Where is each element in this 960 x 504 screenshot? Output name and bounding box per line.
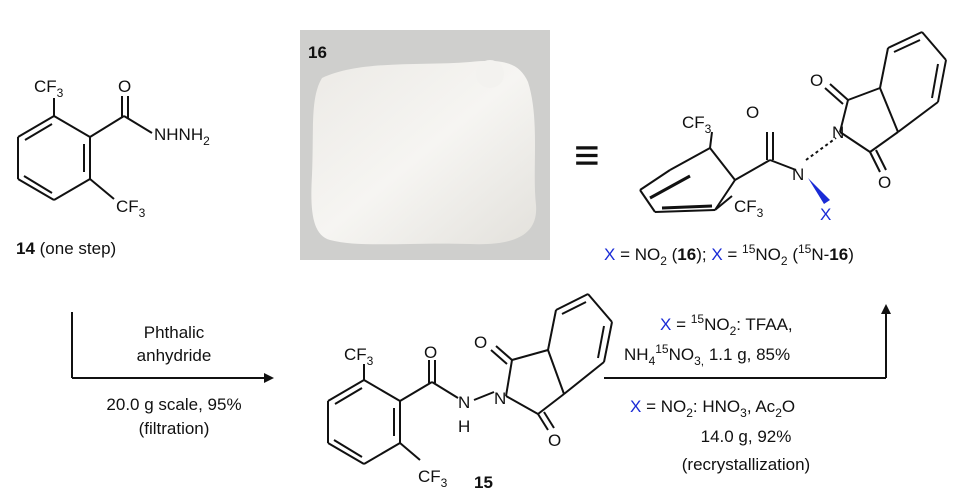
step2-top-line1: X = 15NO2: TFAA,: [660, 312, 793, 338]
svg-text:CF3: CF3: [418, 467, 448, 490]
c16-imide-o-bottom: O: [878, 173, 891, 192]
equivalence-symbol: ≡: [574, 131, 600, 180]
product-photo: 16: [300, 30, 550, 260]
c15-cf3-top-sub: 3: [367, 354, 374, 368]
c14-cf3-bottom: CF: [116, 197, 139, 216]
c15-cf3-bottom: CF: [418, 467, 441, 486]
compound-16: [639, 31, 947, 213]
c16-imide-n: N: [832, 123, 844, 142]
arrow-step1: [71, 312, 274, 383]
c15-cf3-top: CF: [344, 345, 367, 364]
c16-imide-o-top: O: [810, 71, 823, 90]
c15-imide-o-top: O: [474, 333, 487, 352]
step1-line4: (filtration): [139, 419, 210, 438]
c16-cf3-top-sub: 3: [705, 122, 712, 136]
svg-text:CF3: CF3: [116, 197, 146, 220]
c14-cf3-top: CF: [34, 77, 57, 96]
svg-text:CF3: CF3: [34, 77, 64, 100]
c16-caption: X = NO2 (16); X = 15NO2 (15N-16): [604, 242, 854, 268]
step2-top-line2: NH415NO3, 1.1 g, 85%: [624, 342, 790, 368]
svg-text:CF3: CF3: [734, 197, 764, 220]
c15-imide-o-bottom: O: [548, 431, 561, 450]
photo-label: 16: [308, 43, 327, 62]
step2-top-conditions: X = 15NO2: TFAA, NH415NO3, 1.1 g, 85%: [624, 312, 793, 368]
c15-cf3-bottom-sub: 3: [441, 476, 448, 490]
c16-wedge-bond: [808, 178, 830, 204]
c16-amide-n: N: [792, 165, 804, 184]
arrow-step2: [604, 304, 891, 379]
c15-caption-num: 15: [474, 473, 493, 492]
c16-carbonyl-o: O: [746, 103, 759, 122]
compound-16-labels: CF3 O N N O O CF3 X X = NO2 (16); X = 15…: [604, 71, 891, 268]
c14-hydrazide-sub: 2: [203, 134, 210, 148]
step2-bottom-line3: (recrystallization): [682, 455, 810, 474]
step2-bottom-line1: X = NO2: HNO3, Ac2O: [630, 397, 795, 420]
c15-nh-n: N: [458, 393, 470, 412]
step1-line3: 20.0 g scale, 95%: [106, 395, 241, 414]
step1-line2: anhydride: [137, 346, 212, 365]
c14-cf3-top-sub: 3: [57, 86, 64, 100]
c14-carbonyl-o: O: [118, 77, 131, 96]
svg-text:NHNH2: NHNH2: [154, 125, 210, 148]
compound-14-labels: CF3 O NHNH2 CF3 14 (one step): [16, 77, 210, 258]
c16-cf3-bottom-sub: 3: [757, 206, 764, 220]
compound-15: [327, 293, 613, 465]
compound-15-labels: CF3 O N H N O O CF3 15: [344, 333, 561, 492]
step1-line1: Phthalic: [144, 323, 205, 342]
c16-cf3-top: CF: [682, 113, 705, 132]
c15-imide-n: N: [494, 389, 506, 408]
step2-bottom-line2: 14.0 g, 92%: [701, 427, 792, 446]
c14-hydrazide: NHNH: [154, 125, 203, 144]
step2-bottom-conditions: X = NO2: HNO3, Ac2O 14.0 g, 92% (recryst…: [630, 397, 810, 474]
powder-lump: [476, 60, 504, 88]
svg-text:14 (one step): 14 (one step): [16, 239, 116, 258]
c16-x-group: X: [820, 205, 831, 224]
c14-cf3-bottom-sub: 3: [139, 206, 146, 220]
c15-carbonyl-o: O: [424, 343, 437, 362]
svg-text:CF3: CF3: [344, 345, 374, 368]
compound-14: [17, 96, 153, 201]
svg-text:CF3: CF3: [682, 113, 712, 136]
c15-nh-h: H: [458, 417, 470, 436]
c14-caption-text: (one step): [35, 239, 116, 258]
c16-cf3-bottom: CF: [734, 197, 757, 216]
step1-conditions: Phthalic anhydride 20.0 g scale, 95% (fi…: [106, 323, 241, 438]
c14-caption-num: 14: [16, 239, 35, 258]
white-powder: [311, 60, 537, 245]
